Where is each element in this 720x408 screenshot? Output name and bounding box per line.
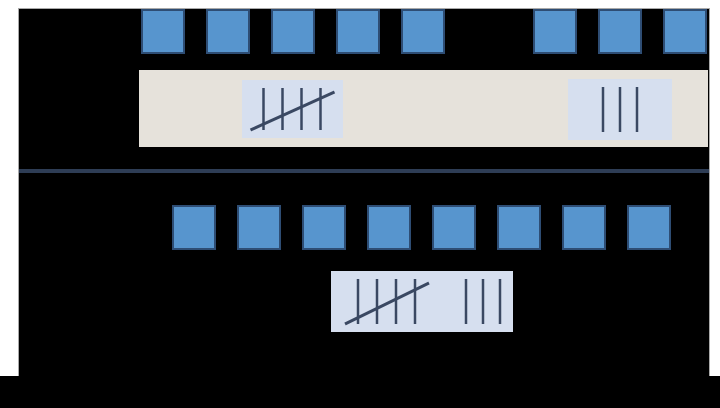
addends-strip (139, 70, 708, 147)
tally-box-sum (331, 271, 513, 332)
block-square (627, 205, 671, 250)
tally-mark (249, 90, 336, 132)
block-square (172, 205, 216, 250)
bottom-band (0, 376, 720, 408)
block-square (336, 9, 380, 54)
block-square (432, 205, 476, 250)
divider-line (19, 169, 709, 173)
block-square (206, 9, 250, 54)
top-blocks-group-second-addend (533, 9, 707, 54)
top-blocks-group-first-addend (141, 9, 445, 54)
block-square (237, 205, 281, 250)
tally-box-first-addend (242, 80, 343, 138)
block-square (141, 9, 185, 54)
block-square (562, 205, 606, 250)
block-square (367, 205, 411, 250)
block-square (401, 9, 445, 54)
slide-content-area (18, 8, 710, 376)
block-square (533, 9, 577, 54)
tally-box-second-addend (568, 79, 672, 140)
tally-mark (344, 281, 430, 326)
block-square (663, 9, 707, 54)
sum-blocks-group (172, 205, 671, 250)
block-square (598, 9, 642, 54)
block-square (271, 9, 315, 54)
block-square (497, 205, 541, 250)
block-square (302, 205, 346, 250)
